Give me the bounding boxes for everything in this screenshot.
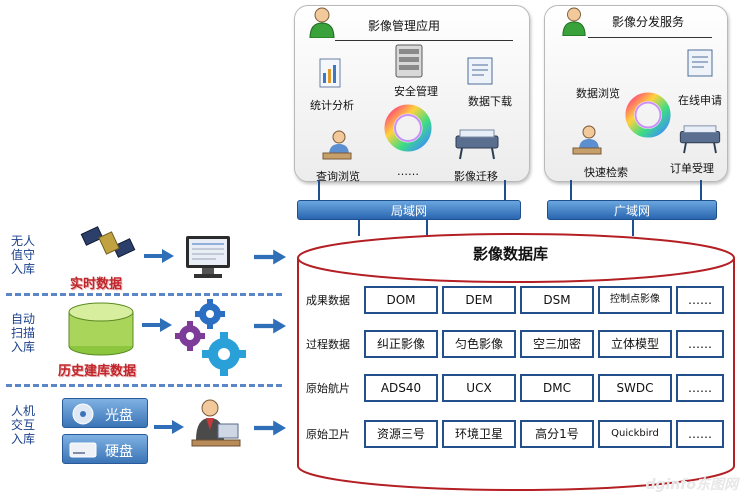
plotter-icon: [455, 129, 499, 160]
connector: [570, 180, 572, 200]
cell-dom[interactable]: DOM: [364, 286, 438, 314]
connector: [504, 180, 506, 200]
arrow-right-icon: [254, 420, 286, 436]
color-wheel-icon: [384, 104, 432, 152]
dist-panel-divider: [588, 37, 712, 38]
user-icon: [309, 7, 335, 38]
ingest-mode-text: 自动 扫描 入库: [10, 312, 35, 354]
cell-ads40[interactable]: ADS40: [364, 374, 438, 402]
cell-control-point[interactable]: 控制点影像: [598, 286, 672, 314]
hdd-label: 硬盘: [105, 444, 133, 460]
cell-ucx[interactable]: UCX: [442, 374, 516, 402]
gears-icon: [175, 299, 246, 376]
connector: [426, 220, 428, 236]
arrow-right-icon: [154, 420, 184, 434]
server-icon: [395, 44, 423, 78]
connector: [700, 180, 702, 200]
app-item-migration[interactable]: 影像迁移: [454, 170, 498, 183]
cell-more[interactable]: ……: [676, 286, 724, 314]
app-item-download[interactable]: 数据下载: [468, 95, 512, 108]
app-item-more: ……: [397, 165, 419, 178]
color-wheel-icon: [625, 92, 671, 138]
row-label-aerial: 原始航片: [306, 382, 350, 395]
cell-hj-satellite[interactable]: 环境卫星: [442, 420, 516, 448]
app-panel-title: 影像管理应用: [368, 19, 441, 33]
user-icon: [562, 7, 586, 36]
search-user-icon: [572, 125, 602, 155]
app-panel-divider: [335, 40, 513, 41]
lan-bar: 局域网: [297, 200, 521, 220]
app-item-security[interactable]: 安全管理: [394, 85, 438, 98]
cell-dsm[interactable]: DSM: [520, 286, 594, 314]
dist-item-browse[interactable]: 数据浏览: [576, 87, 620, 100]
realtime-data-label: 实时数据: [70, 277, 123, 292]
database-icon: [68, 302, 134, 356]
operator-icon: [191, 399, 241, 447]
cell-aerotriangulation[interactable]: 空三加密: [520, 330, 594, 358]
dist-panel-title: 影像分发服务: [612, 15, 685, 29]
hdd-media[interactable]: 硬盘: [62, 434, 148, 464]
row-label-process: 过程数据: [306, 338, 350, 351]
arrow-right-icon: [142, 318, 172, 332]
historical-data-label: 历史建库数据: [58, 364, 137, 379]
cell-more[interactable]: ……: [676, 330, 724, 358]
connector: [318, 180, 320, 200]
row-label-satellite: 原始卫片: [306, 428, 350, 441]
database-title: 影像数据库: [473, 245, 549, 263]
cell-quickbird[interactable]: Quickbird: [598, 420, 672, 448]
cell-dmc[interactable]: DMC: [520, 374, 594, 402]
arrow-right-icon: [254, 318, 286, 334]
connector: [358, 220, 360, 236]
cell-more[interactable]: ……: [676, 420, 724, 448]
ingest-mode-manual: 人机 交互 入库: [8, 404, 38, 446]
database-cylinder: [297, 233, 735, 491]
app-item-statistics[interactable]: 统计分析: [310, 99, 354, 112]
dist-item-order[interactable]: 订单受理: [670, 162, 714, 175]
cd-label: 光盘: [105, 408, 133, 424]
hard-disk-icon: [69, 442, 97, 458]
cell-dodged[interactable]: 匀色影像: [442, 330, 516, 358]
application-doc-icon: [687, 49, 713, 77]
download-doc-icon: [467, 57, 493, 85]
satellite-icon: [80, 226, 136, 258]
cell-rectified[interactable]: 纠正影像: [364, 330, 438, 358]
cell-more[interactable]: ……: [676, 374, 724, 402]
cd-icon: [72, 403, 94, 425]
dist-item-apply[interactable]: 在线申请: [678, 94, 722, 107]
cell-swdc[interactable]: SWDC: [598, 374, 672, 402]
watermark-logo: dginfo东图网: [645, 477, 738, 493]
connector: [632, 220, 634, 236]
cell-gf1[interactable]: 高分1号: [520, 420, 594, 448]
query-user-icon: [322, 130, 352, 160]
cell-stereo-model[interactable]: 立体模型: [598, 330, 672, 358]
row-label-products: 成果数据: [306, 294, 350, 307]
ingest-mode-unattended: 无人 值守 入库: [8, 234, 38, 276]
ingest-mode-auto-scan: 自动 扫描 入库: [8, 312, 38, 354]
wan-bar: 广域网: [547, 200, 717, 220]
app-item-query[interactable]: 查询浏览: [316, 170, 360, 183]
ingest-mode-text: 人机 交互 入库: [10, 404, 35, 446]
arrow-right-icon: [144, 249, 174, 263]
arrow-right-icon: [254, 249, 286, 265]
dist-item-search[interactable]: 快速检索: [584, 166, 628, 179]
report-icon: [319, 58, 341, 88]
ingest-mode-text: 无人 值守 入库: [10, 234, 35, 276]
plotter-icon: [679, 125, 721, 154]
cell-dem[interactable]: DEM: [442, 286, 516, 314]
section-divider: [6, 293, 282, 296]
section-divider: [6, 384, 282, 387]
cell-zy3[interactable]: 资源三号: [364, 420, 438, 448]
cd-media[interactable]: 光盘: [62, 398, 148, 428]
monitor-icon: [186, 236, 230, 278]
